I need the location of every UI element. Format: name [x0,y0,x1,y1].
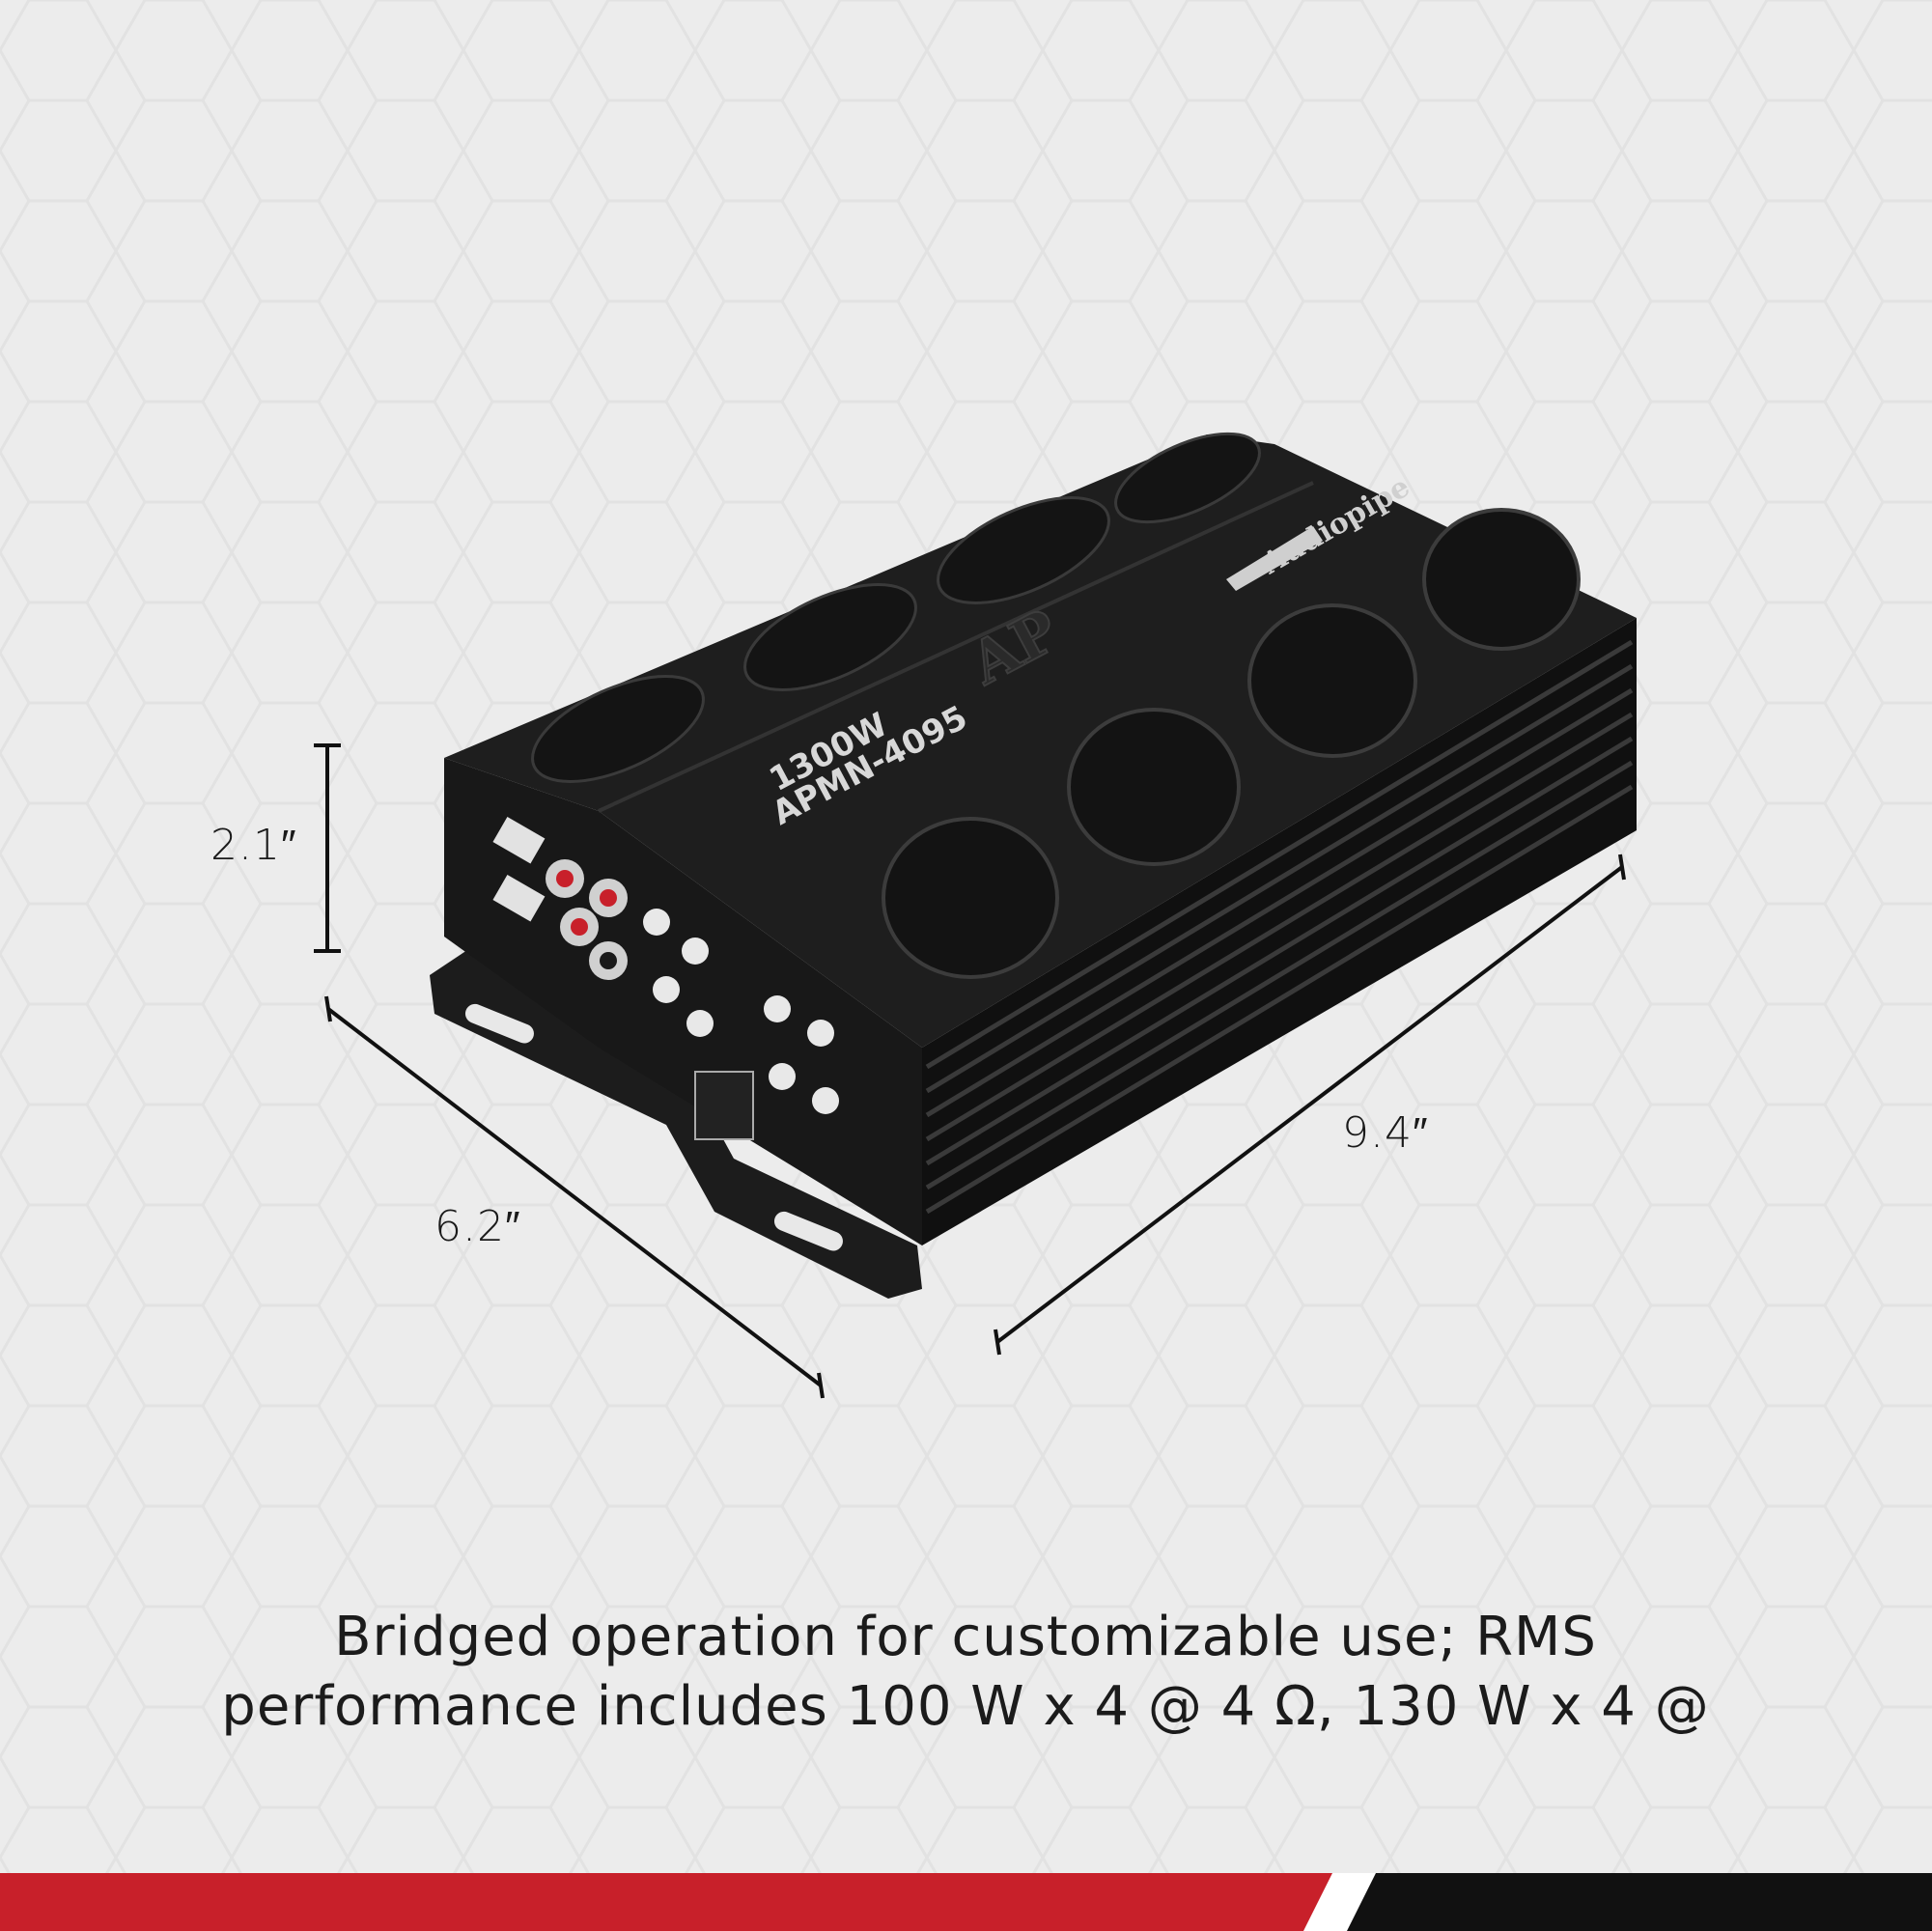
depth-dimension-line [324,995,825,1399]
caption-line-2: performance includes 100 W x 4 @ 4 Ω, 13… [221,1675,1710,1738]
side-heatsink [922,618,1637,1245]
mounting-bracket [430,946,922,1299]
heatsink-fins [925,639,1634,1215]
brand-mic-icon [1226,526,1323,591]
footer-white-divider [1303,1873,1376,1931]
height-dimension-line [314,743,341,953]
bracket-slot-right [773,1211,843,1251]
feature-caption: Bridged operation for customizable use; … [97,1603,1834,1742]
footer-dark-bar [1347,1873,1932,1931]
bracket-slot-left [464,1003,534,1044]
top-vents-front [882,508,1581,979]
footer-stripe [0,1873,1932,1931]
front-connectors [492,817,839,1140]
top-vents-back [531,432,1261,783]
depth-dimension-label: 6.2″ [434,1202,521,1251]
length-dimension-line [994,854,1626,1356]
top-ridge [598,481,1314,813]
caption-line-1: Bridged operation for customizable use; … [334,1606,1597,1668]
length-dimension-label: 9.4″ [1342,1108,1429,1158]
height-dimension-label: 2.1″ [210,821,297,870]
top-panel [444,434,1637,1048]
footer-red-bar [0,1873,1332,1931]
